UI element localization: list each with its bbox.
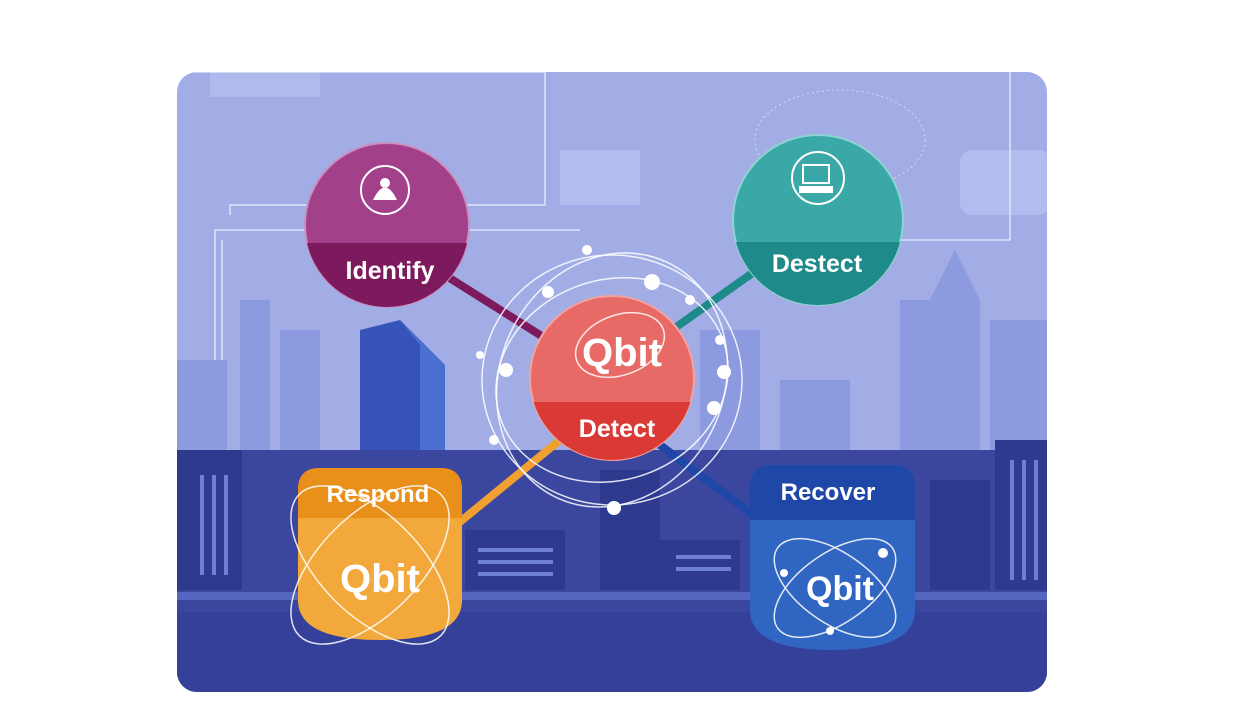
orbit-rings — [476, 245, 743, 515]
connector-respond — [446, 436, 564, 534]
computer-icon — [791, 151, 845, 205]
center-qbit-logo: Qbit — [582, 331, 662, 375]
destect-label: Destect — [772, 250, 863, 278]
person-icon — [360, 165, 410, 215]
node-recover: Recover Qbit — [750, 465, 915, 650]
node-respond: Respond Qbit — [290, 468, 462, 645]
respond-qbit-logo: Qbit — [340, 557, 420, 601]
detect-label: Detect — [579, 415, 656, 443]
respond-label: Respond — [327, 481, 430, 508]
identify-label: Identify — [346, 257, 435, 285]
recover-qbit-logo: Qbit — [806, 570, 874, 608]
connector-identify — [436, 268, 552, 344]
recover-label: Recover — [781, 479, 876, 506]
